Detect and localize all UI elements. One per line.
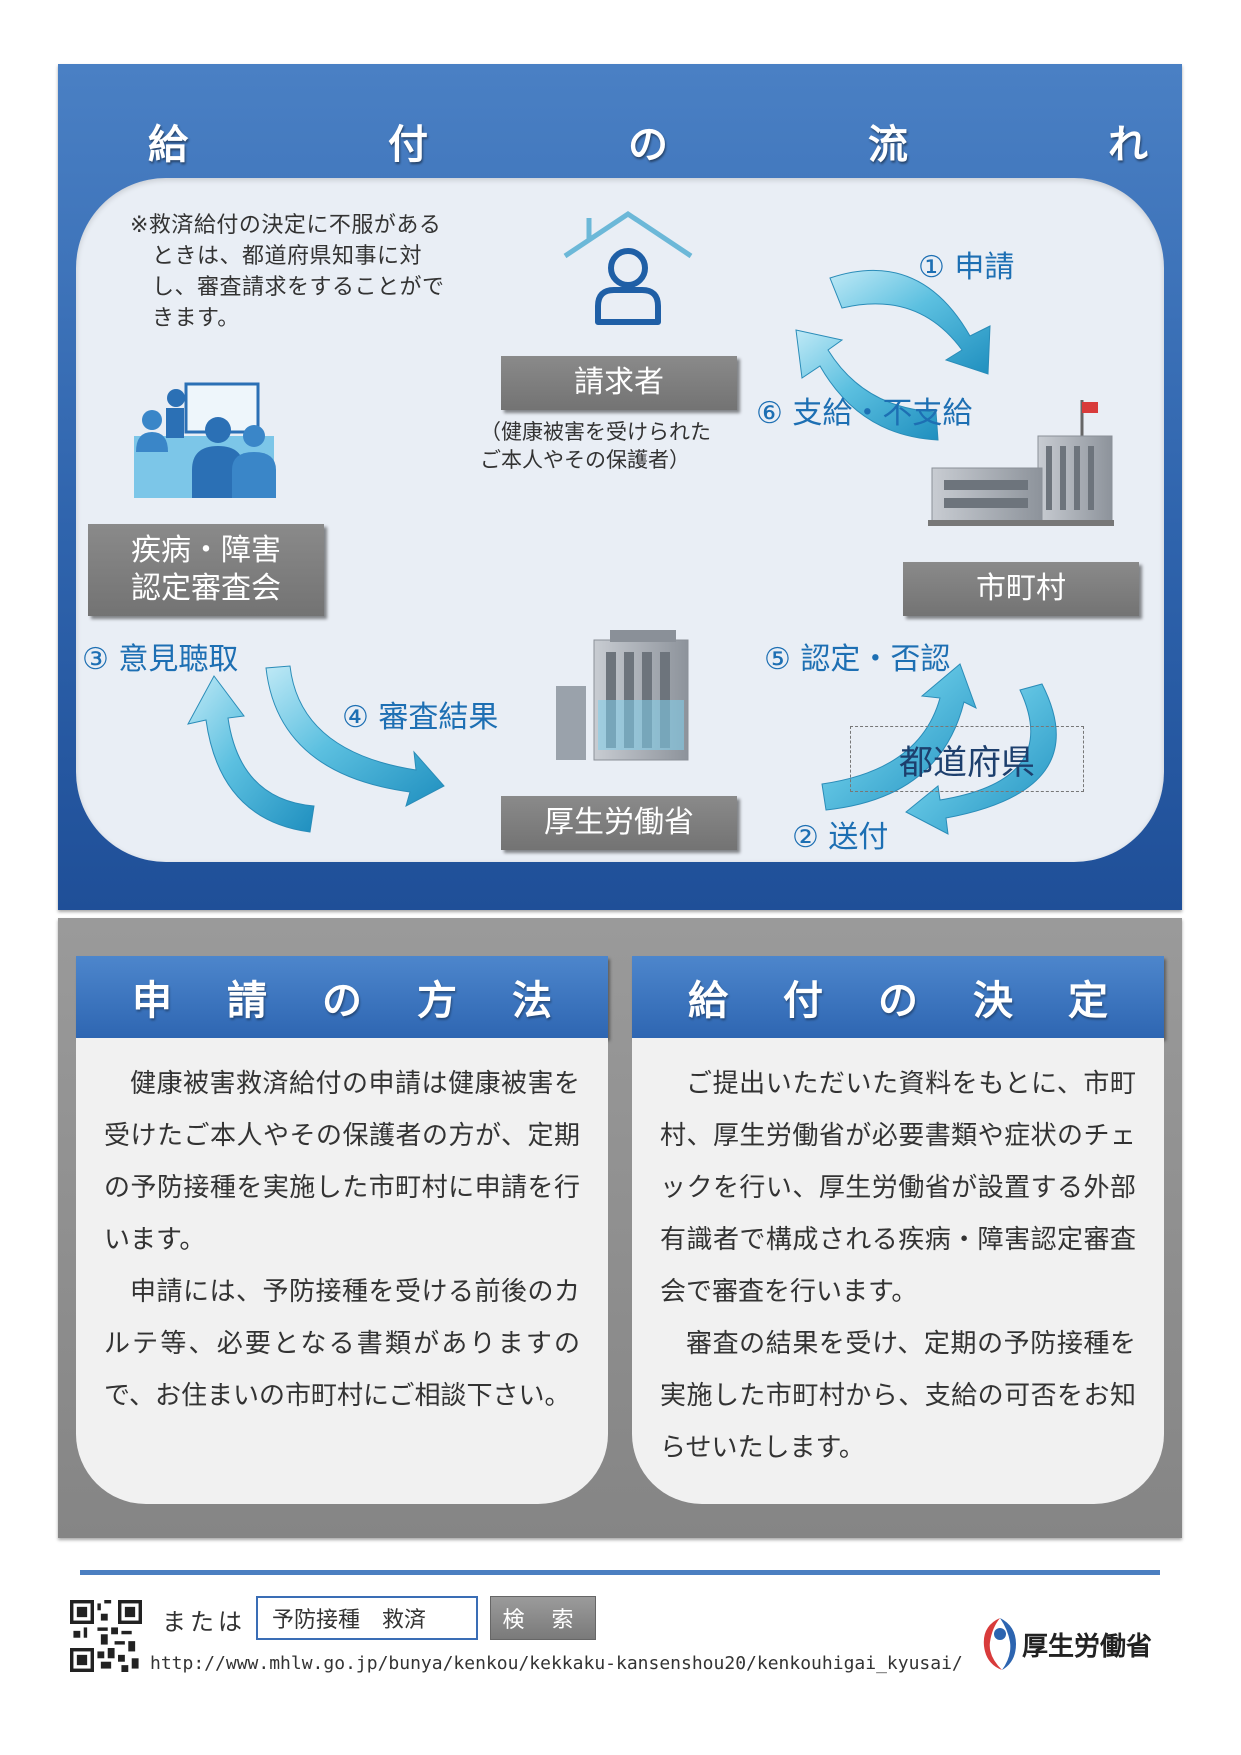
ministry-box: 厚生労働省 (501, 796, 737, 850)
or-label: または (162, 1608, 246, 1636)
search-input[interactable] (256, 1596, 478, 1640)
info-panel: 申 請 の 方 法 健康被害救済給付の申請は健康被害を受けたご本人やその保護者の… (58, 918, 1182, 1538)
application-title-char: 方 (417, 978, 457, 1024)
claimant-caption: （健康被害を受けられた ご本人やその保護者） (480, 418, 711, 474)
application-body: 健康被害救済給付の申請は健康被害を受けたご本人やその保護者の方が、定期の予防接種… (76, 1038, 608, 1504)
decision-title-char: 決 (973, 978, 1013, 1024)
house-person-icon (563, 210, 693, 325)
application-title-char: の (322, 978, 362, 1024)
arrow-step4 (265, 665, 445, 807)
municipality-label: 市町村 (976, 571, 1066, 606)
arrow-step1 (829, 269, 991, 375)
ministry-building-icon (556, 630, 689, 761)
decision-card: 給 付 の 決 定 ご提出いただいた資料をもとに、市町村、厚生労働省が必要書類や… (632, 956, 1164, 1504)
claimant-label: 請求者 (574, 365, 664, 400)
committee-label-line: 疾病・障害 (131, 533, 281, 568)
decision-paragraph: ご提出いただいた資料をもとに、市町村、厚生労働省が必要書類や症状のチェックを行い… (660, 1069, 1136, 1307)
application-card: 申 請 の 方 法 健康被害救済給付の申請は健康被害を受けたご本人やその保護者の… (76, 956, 608, 1504)
footer-divider (80, 1570, 1160, 1575)
flow-graphics (134, 210, 1114, 835)
arrow-step2 (905, 683, 1057, 835)
application-title-char: 申 (132, 978, 172, 1024)
website-url[interactable]: http://www.mhlw.go.jp/bunya/kenkou/kekka… (150, 1653, 963, 1674)
flow-title-char: の (628, 122, 668, 168)
flow-title: 給 付 の 流 れ (148, 106, 1148, 176)
application-header: 申 請 の 方 法 (76, 956, 608, 1038)
claimant-caption-line: ご本人やその保護者） (480, 448, 690, 472)
flow-title-char: 付 (388, 122, 428, 168)
ministry-label: 厚生労働省 (544, 805, 694, 840)
prefecture-label: 都道府県 (850, 726, 1084, 792)
search-button[interactable]: 検 索 (490, 1596, 596, 1640)
committee-box: 疾病・障害 認定審査会 (88, 524, 324, 616)
claimant-box: 請求者 (501, 356, 737, 410)
ministry-logo-icon (983, 1618, 1016, 1670)
decision-paragraph: 審査の結果を受け、定期の予防接種を実施した市町村から、支給の可否をお知らせいたし… (660, 1329, 1136, 1463)
decision-title-char: 給 (688, 978, 728, 1024)
step-label-apply: ① 申請 (918, 250, 1015, 285)
step-label-forward: ② 送付 (792, 820, 889, 855)
arrow-step6 (795, 329, 939, 441)
step-label-hearing: ③ 意見聴取 (82, 642, 239, 677)
municipality-box: 市町村 (903, 562, 1139, 616)
flow-title-char: れ (1108, 122, 1148, 168)
decision-header: 給 付 の 決 定 (632, 956, 1164, 1038)
application-title-char: 請 (227, 978, 267, 1024)
application-paragraph: 申請には、予防接種を受ける前後のカルテ等、必要となる書類がありますので、お住まい… (104, 1277, 580, 1411)
step-label-approval: ⑤ 認定・否認 (764, 642, 951, 677)
flow-title-char: 流 (868, 122, 908, 168)
application-title-char: 法 (512, 978, 552, 1024)
qr-code-icon[interactable] (70, 1600, 142, 1672)
meeting-icon (134, 382, 276, 498)
committee-label-line: 認定審査会 (131, 571, 281, 606)
arrow-step5 (821, 663, 977, 811)
city-hall-icon (928, 400, 1114, 526)
decision-title-char: 定 (1068, 978, 1108, 1024)
arrow-step3 (187, 675, 315, 833)
flow-title-char: 給 (148, 122, 188, 168)
step-label-review-result: ④ 審査結果 (342, 700, 499, 735)
decision-title-char: の (878, 978, 918, 1024)
ministry-name: 厚生労働省 (1022, 1632, 1153, 1662)
step-label-payment: ⑥ 支給・不支給 (756, 396, 973, 431)
application-paragraph: 健康被害救済給付の申請は健康被害を受けたご本人やその保護者の方が、定期の予防接種… (104, 1069, 580, 1255)
decision-body: ご提出いただいた資料をもとに、市町村、厚生労働省が必要書類や症状のチェックを行い… (632, 1038, 1164, 1504)
appeal-note: ※救済給付の決定に不服があるときは、都道府県知事に対し、審査請求をすることができ… (130, 213, 445, 331)
decision-title-char: 付 (783, 978, 823, 1024)
claimant-caption-line: （健康被害を受けられた (480, 420, 711, 444)
